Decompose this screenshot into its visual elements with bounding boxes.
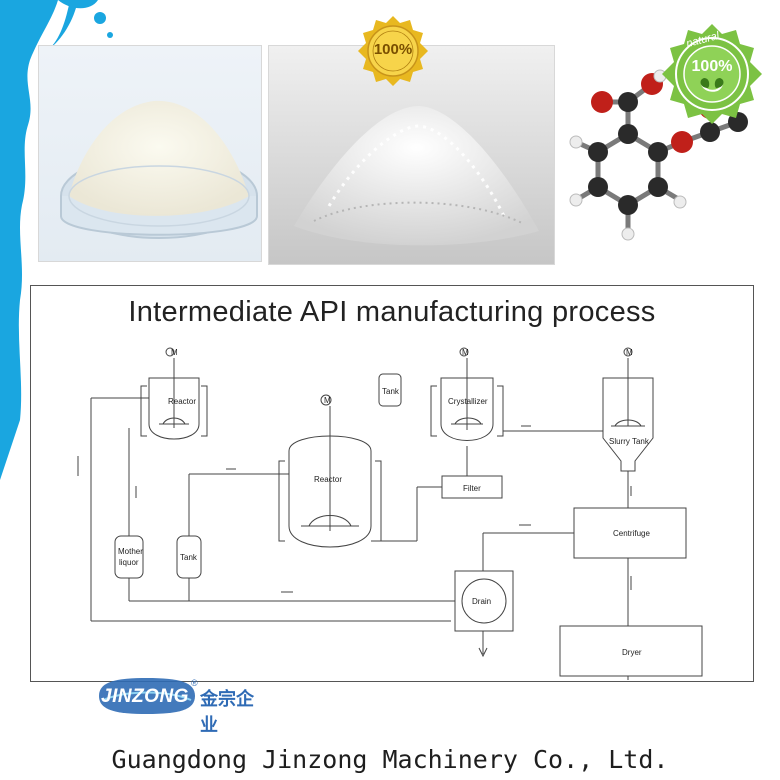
motor-crystallizer: M: [462, 348, 469, 357]
green-badge-text: 100%: [691, 58, 733, 75]
label-drain: Drain: [472, 597, 491, 606]
gold-quality-badge: 100%: [356, 14, 430, 88]
label-mother-liquor-line1: Mother: [118, 547, 143, 556]
company-logo: JINZONG ® 金宗企业: [97, 676, 267, 736]
motor-small-reactor: M: [171, 348, 178, 357]
molecule-illustration: [560, 22, 770, 262]
logo-chinese-name: 金宗企业: [200, 689, 254, 736]
label-mother-liquor-line2: liquor: [119, 558, 139, 567]
label-tank-top: Tank: [382, 387, 400, 396]
motor-main-reactor: M: [324, 396, 331, 405]
label-reactor-small: Reactor: [168, 397, 196, 406]
label-filter: Filter: [463, 484, 481, 493]
label-slurry-tank: Slurry Tank: [609, 437, 650, 446]
process-diagram: Intermediate API manufacturing process: [30, 285, 754, 682]
motor-slurry-tank: M: [626, 348, 633, 357]
crystals-photo: [268, 45, 555, 265]
powder-dish-photo: [38, 45, 262, 262]
natural-100-badge: 100% natural: [660, 22, 764, 126]
logo-brand: JINZONG: [101, 686, 189, 707]
label-dryer: Dryer: [622, 648, 642, 657]
label-crystallizer: Crystallizer: [448, 397, 488, 406]
label-reactor-main: Reactor: [314, 475, 342, 484]
label-tank-mid: Tank: [180, 553, 198, 562]
gold-badge-text: 100%: [373, 41, 413, 58]
label-centrifuge: Centrifuge: [613, 529, 650, 538]
company-name-footer: Guangdong Jinzong Machinery Co., Ltd.: [111, 745, 669, 774]
diagram-title: Intermediate API manufacturing process: [128, 296, 656, 328]
logo-registered-mark: ®: [191, 678, 198, 688]
